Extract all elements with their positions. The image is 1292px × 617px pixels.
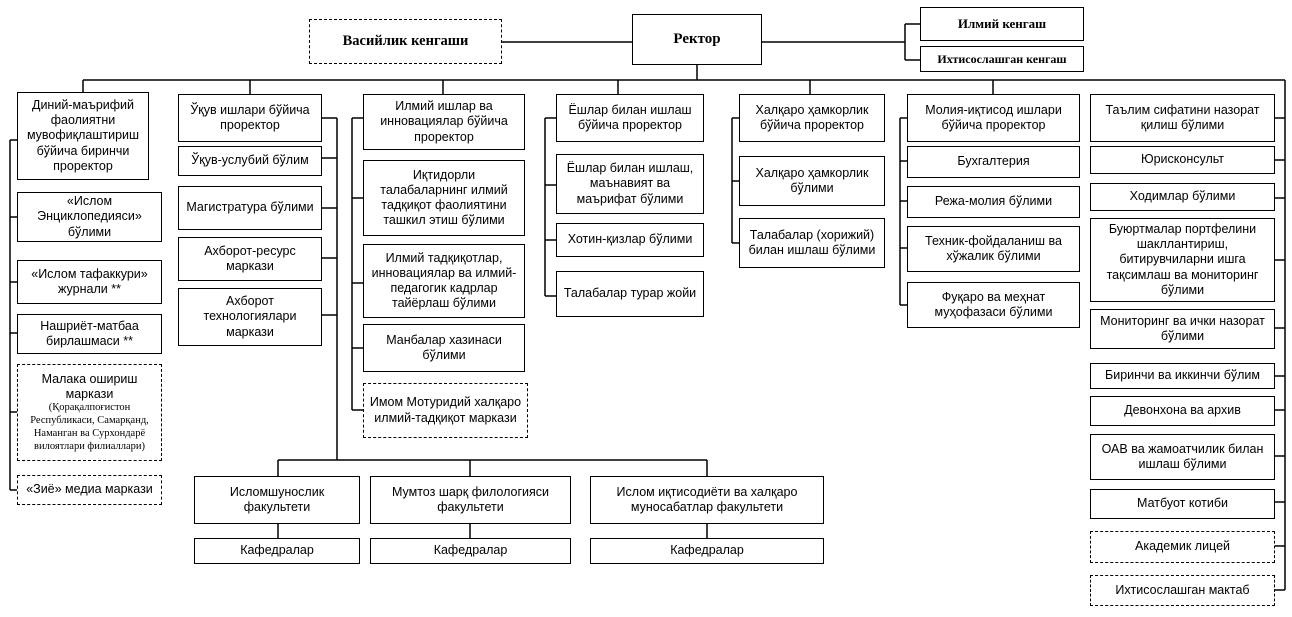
encyclopedia-dept-box: «Ислом Энциклопедияси» бўлими xyxy=(17,192,162,242)
training-center-box: Малака ошириш маркази (Қорақалпоғистон Р… xyxy=(17,364,162,461)
media-relations-dept-box: ОАВ ва жамоатчилик билан ишлаш бўлими xyxy=(1090,434,1275,480)
accounting-box: Бухгалтерия xyxy=(907,146,1080,178)
intl-vice-rector-box: Халқаро ҳамкорлик бўйича проректор xyxy=(739,94,885,142)
planning-dept-box: Режа-молия бўлими xyxy=(907,186,1080,218)
training-center-branches: (Қорақалпоғистон Республикаси, Самарқанд… xyxy=(30,402,149,452)
faculty-islamic-studies-box: Исломшунослик факультети xyxy=(194,476,360,524)
intl-dept-box: Халқаро ҳамкорлик бўлими xyxy=(739,156,885,206)
publishing-box: Нашриёт-матбаа бирлашмаси ** xyxy=(17,314,162,354)
resource-center-box: Ахборот-ресурс маркази xyxy=(178,237,322,281)
maturidi-center-box: Имом Мотуридий халқаро илмий-тадқиқот ма… xyxy=(363,383,528,438)
gifted-students-dept-box: Иқтидорли талабаларнинг илмий тадқиқот ф… xyxy=(363,160,525,236)
journal-box: «Ислом тафаккури» журнали ** xyxy=(17,260,162,304)
board-of-trustees-box: Васийлик кенгаши xyxy=(309,19,502,64)
research-dept-box: Илмий тадқиқотлар, инновациялар ва илмий… xyxy=(363,244,525,318)
magistracy-dept-box: Магистратура бўлими xyxy=(178,186,322,230)
press-secretary-box: Матбуот котиби xyxy=(1090,489,1275,519)
education-vice-rector-box: Ўқув ишлари бўйича проректор xyxy=(178,94,322,142)
youth-dept-box: Ёшлар билан ишлаш, маънавият ва маърифат… xyxy=(556,154,704,214)
faculty-oriental-philology-departments: Кафедралар xyxy=(370,538,571,564)
legal-counsel-box: Юрисконсульт xyxy=(1090,146,1275,174)
dormitory-box: Талабалар турар жойи xyxy=(556,271,704,317)
youth-vice-rector-box: Ёшлар билан ишлаш бўйича проректор xyxy=(556,94,704,142)
orders-portfolio-dept-box: Буюртмалар портфелини шакллантириш, бити… xyxy=(1090,218,1275,302)
specialized-council-box: Ихтисослашган кенгаш xyxy=(920,46,1084,72)
science-vice-rector-box: Илмий ишлар ва инновациялар бўйича проре… xyxy=(363,94,525,150)
foreign-students-dept-box: Талабалар (хорижий) билан ишлаш бўлими xyxy=(739,218,885,268)
quality-control-dept-box: Таълим сифатини назорат қилиш бўлими xyxy=(1090,94,1275,142)
monitoring-dept-box: Мониторинг ва ички назорат бўлими xyxy=(1090,309,1275,349)
maintenance-dept-box: Техник-фойдаланиш ва хўжалик бўлими xyxy=(907,226,1080,272)
specialized-school-box: Ихтисослашган мактаб xyxy=(1090,575,1275,606)
academic-council-box: Илмий кенгаш xyxy=(920,7,1084,41)
finance-vice-rector-box: Молия-иқтисод ишлари бўйича проректор xyxy=(907,94,1080,142)
first-vice-rector-box: Диний-маърифий фаолиятни мувофиқлаштириш… xyxy=(17,92,149,180)
faculty-islamic-economics-box: Ислом иқтисодиёти ва халқаро муносабатла… xyxy=(590,476,824,524)
methodical-dept-box: Ўқув-услубий бўлим xyxy=(178,146,322,176)
first-second-dept-box: Биринчи ва иккинчи бўлим xyxy=(1090,363,1275,389)
faculty-oriental-philology-box: Мумтоз шарқ филологияси факультети xyxy=(370,476,571,524)
archive-box: Девонхона ва архив xyxy=(1090,396,1275,426)
academic-lyceum-box: Академик лицей xyxy=(1090,531,1275,563)
civil-protection-dept-box: Фуқаро ва меҳнат муҳофазаси бўлими xyxy=(907,282,1080,328)
faculty-islamic-studies-departments: Кафедралар xyxy=(194,538,360,564)
rector-box: Ректор xyxy=(632,14,762,65)
women-dept-box: Хотин-қизлар бўлими xyxy=(556,223,704,257)
it-center-box: Ахборот технологиялари маркази xyxy=(178,288,322,346)
training-center-title: Малака ошириш маркази xyxy=(41,371,138,401)
hr-dept-box: Ходимлар бўлими xyxy=(1090,183,1275,211)
ziyo-media-box: «Зиё» медиа маркази xyxy=(17,475,162,505)
manuscript-treasury-box: Манбалар хазинаси бўлими xyxy=(363,324,525,372)
faculty-islamic-economics-departments: Кафедралар xyxy=(590,538,824,564)
